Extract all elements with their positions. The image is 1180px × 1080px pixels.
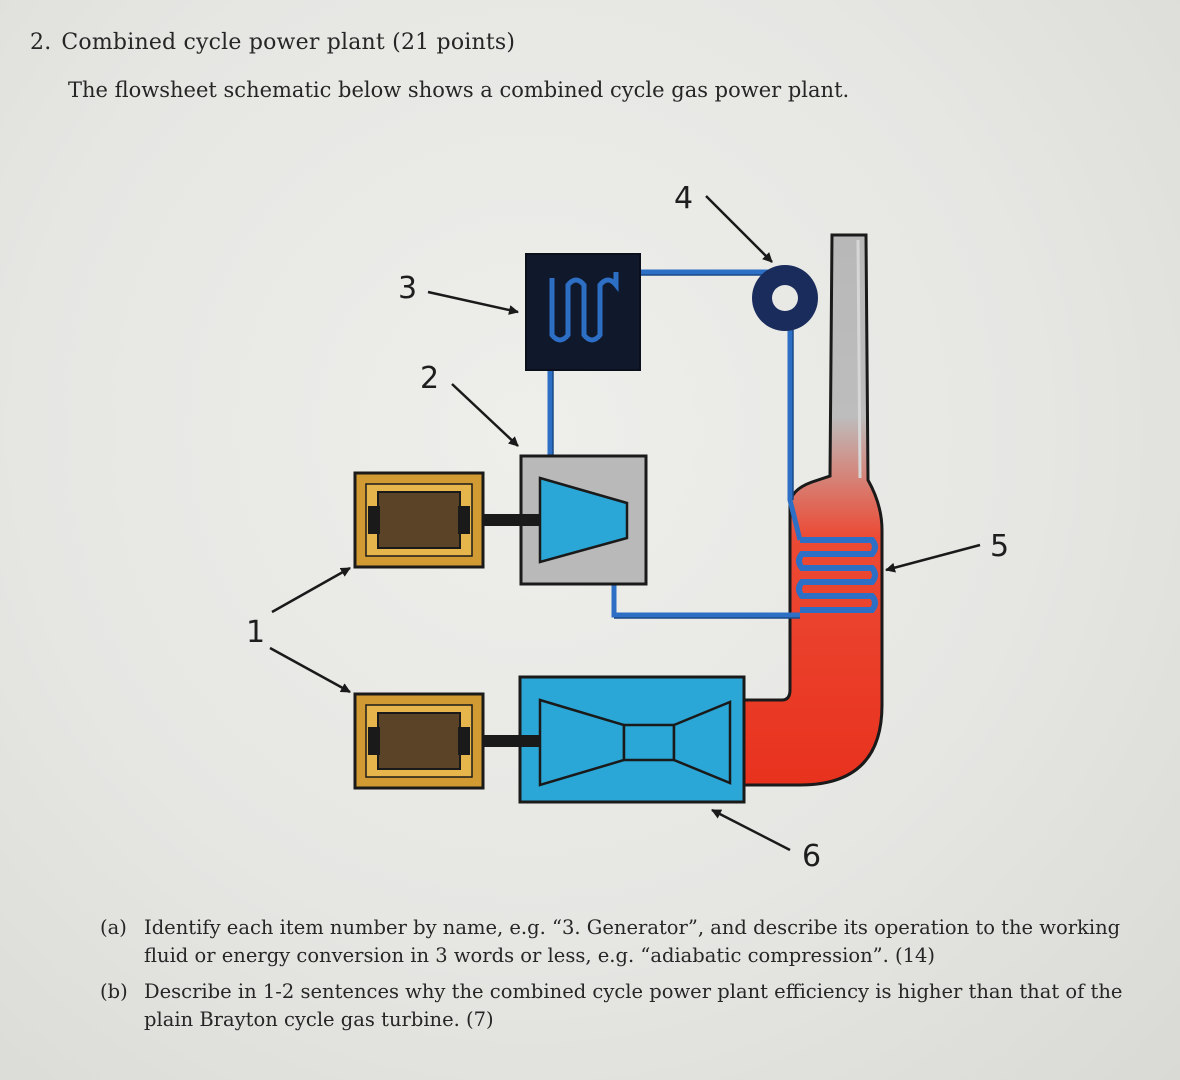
label-5: 5	[990, 529, 1009, 564]
part-a-text: Identify each item number by name, e.g. …	[144, 916, 1121, 967]
combined-cycle-diagram: 1 2 3 4 5 6	[246, 181, 1009, 874]
part-b-tag: (b)	[100, 980, 128, 1003]
gas-turbine-icon	[518, 675, 746, 804]
label-4: 4	[674, 181, 693, 216]
question-intro: The flowsheet schematic below shows a co…	[68, 78, 850, 102]
question-title: Combined cycle power plant (21 points)	[61, 30, 516, 55]
part-a-tag: (a)	[100, 916, 127, 939]
label-2: 2	[420, 361, 439, 396]
part-b-text: Describe in 1-2 sentences why the combin…	[144, 980, 1123, 1031]
label-6: 6	[802, 839, 821, 874]
callout-arrows	[269, 195, 981, 852]
part-b: (b) Describe in 1-2 sentences why the co…	[100, 978, 1160, 1034]
pump-icon	[752, 265, 818, 331]
generator-icon	[353, 471, 485, 569]
question-heading: 2. Combined cycle power plant (21 points)	[30, 30, 515, 55]
condenser-icon	[525, 253, 641, 371]
part-a: (a) Identify each item number by name, e…	[100, 914, 1160, 970]
label-3: 3	[398, 271, 417, 306]
label-1: 1	[246, 615, 265, 650]
generator-icon	[353, 692, 485, 790]
steam-turbine-icon	[519, 454, 648, 586]
steam-shaft	[478, 514, 540, 526]
gas-shaft	[478, 735, 540, 747]
question-parts: (a) Identify each item number by name, e…	[100, 914, 1160, 1042]
hrsg-icon	[796, 537, 878, 613]
question-number: 2.	[30, 30, 52, 55]
